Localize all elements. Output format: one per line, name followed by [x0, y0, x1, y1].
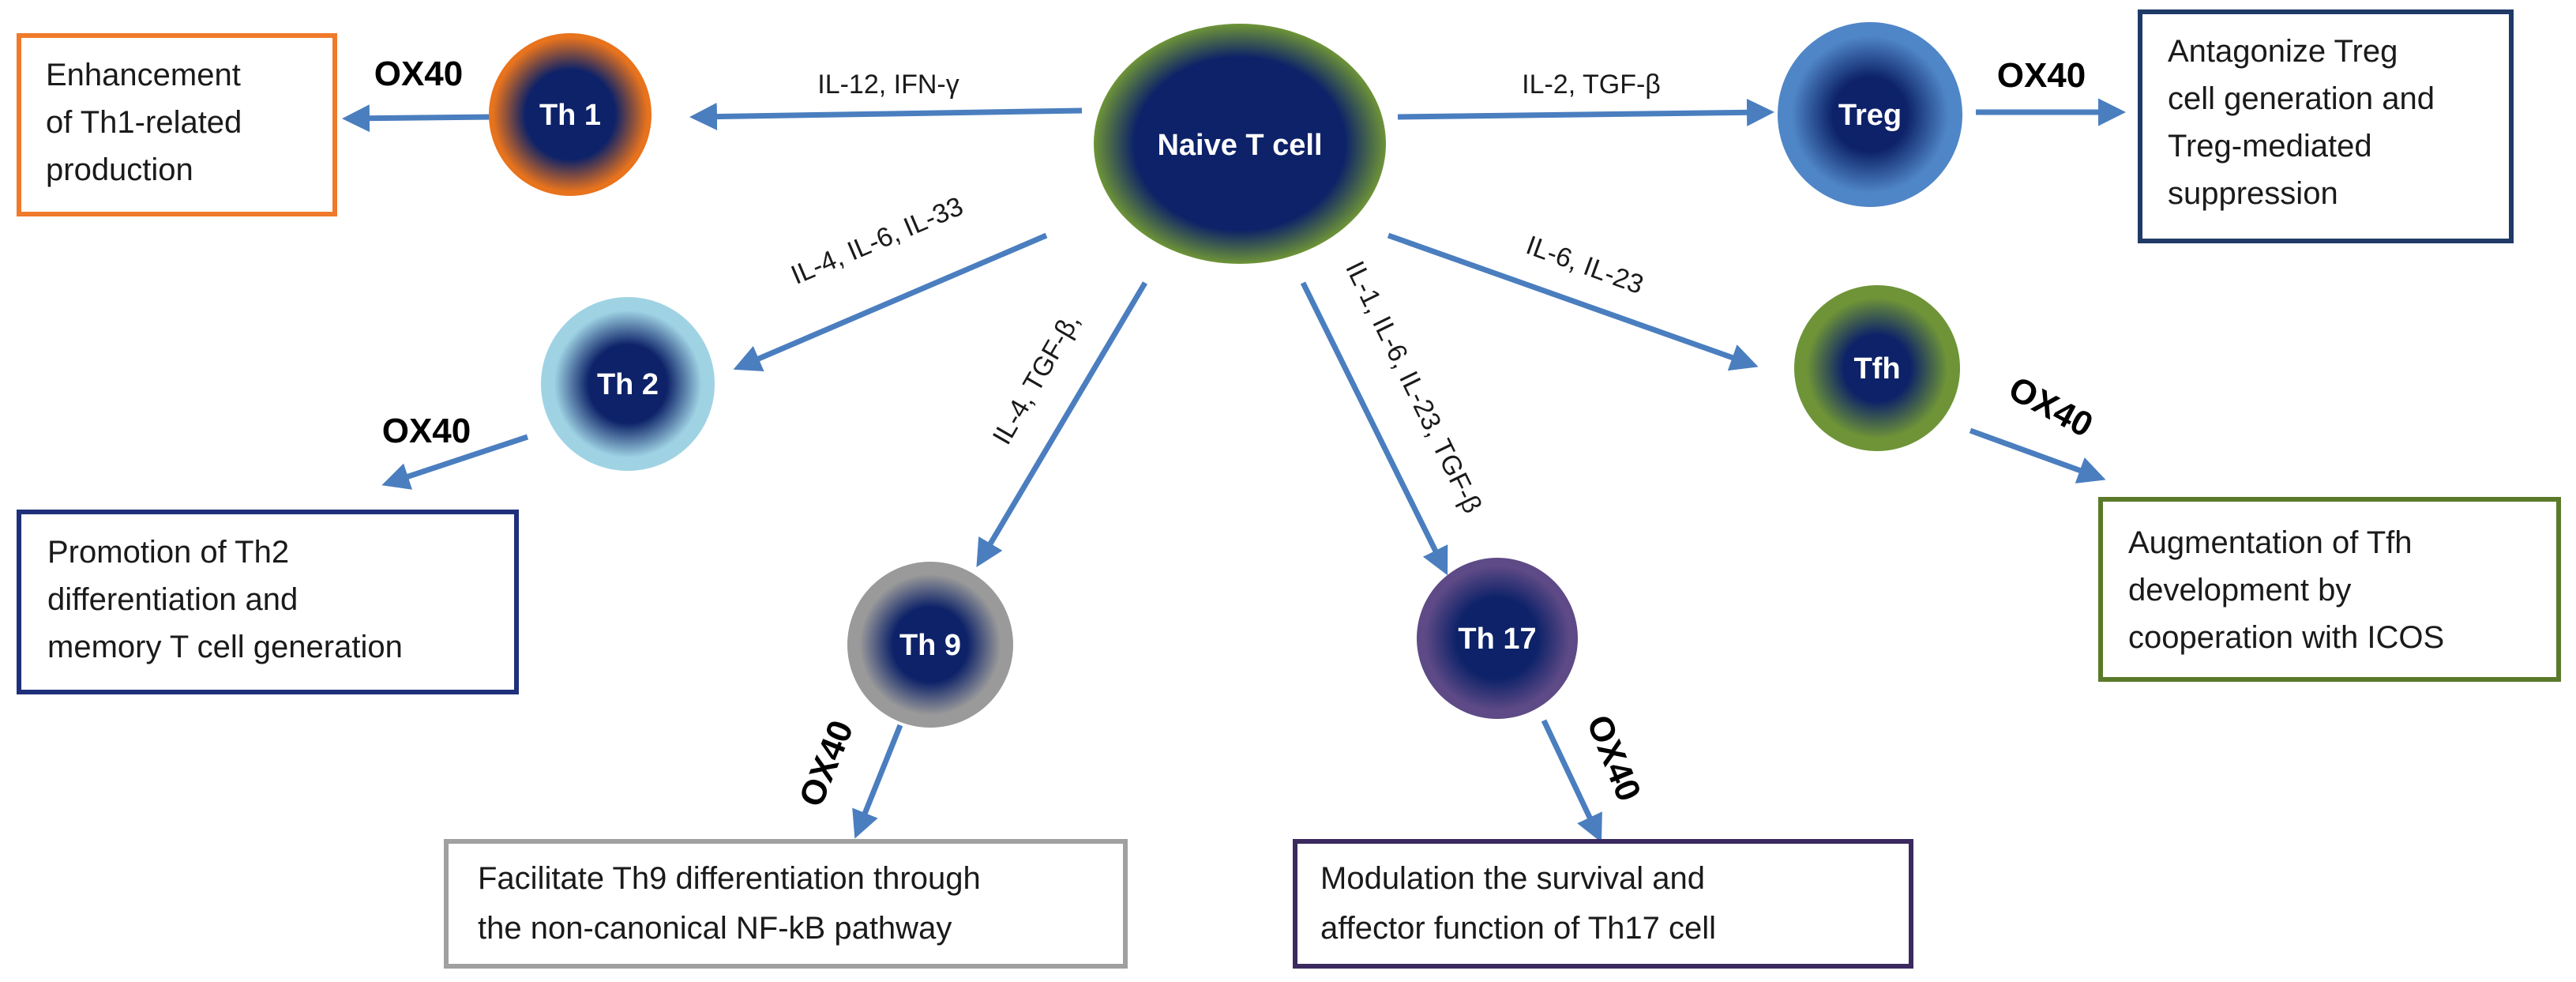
outcome-box-treg-border — [2138, 9, 2514, 243]
outcome-th1-line-1: Enhancement — [46, 58, 241, 92]
th17-cell-circle — [1417, 558, 1578, 719]
outcome-th17-line-1: Modulation the survival and — [1320, 861, 1705, 896]
cell-naive: Naive T cell — [1094, 24, 1386, 264]
th1-cell-circle — [489, 33, 652, 196]
tfh-cell-circle — [1794, 285, 1960, 451]
outcome-box-th1: Enhancement of Th1-related production — [17, 33, 337, 216]
cytokine-label-th2: IL-4, IL-6, IL-33 — [787, 191, 967, 291]
outcome-box-th9: Facilitate Th9 differentiation through t… — [444, 839, 1128, 969]
arrow-naive-to-th17 — [1300, 281, 1448, 576]
outcome-th2-line-3: memory T cell generation — [47, 630, 403, 664]
outcome-tfh-line-3: cooperation with ICOS — [2128, 620, 2444, 655]
cytokine-label-th9: IL-4, TGF-β, — [987, 308, 1087, 450]
outcome-box-tfh-border — [2098, 497, 2561, 682]
ox40-label-th1: OX40 — [374, 55, 464, 93]
outcome-box-th17-border — [1293, 839, 1913, 969]
th2-cell-circle — [541, 297, 715, 471]
outcome-th1-line-3: production — [46, 152, 193, 187]
outcome-box-th2: Promotion of Th2 differentiation and mem… — [17, 510, 519, 694]
cytokine-label-th17: IL-1, IL-6, IL-23, TGF-β — [1339, 257, 1487, 518]
outcome-tfh-line-2: development by — [2128, 573, 2351, 608]
outcome-box-treg: Antagonize Treg cell generation and Treg… — [2138, 9, 2514, 243]
naive-cell-label: Naive T cell — [1157, 129, 1322, 162]
outcome-th1-line-2: of Th1-related — [46, 105, 242, 140]
arrow-th2-to-box — [381, 434, 529, 490]
arrow-naive-to-treg — [1397, 98, 1774, 126]
treg-cell-label: Treg — [1838, 99, 1902, 132]
arrow-naive-to-th1 — [689, 103, 1083, 131]
th2-cell-label: Th 2 — [597, 368, 659, 401]
outcome-th2-line-2: differentiation and — [47, 582, 298, 617]
outcome-box-th2-border — [17, 510, 519, 694]
cell-th1: Th 1 — [489, 33, 652, 196]
outcome-tfh-line-1: Augmentation of Tfh — [2128, 525, 2413, 560]
outcome-box-tfh: Augmentation of Tfh development by coope… — [2098, 497, 2561, 682]
ox40-label-tfh: OX40 — [2003, 369, 2099, 445]
arrow-th1-to-box — [342, 104, 494, 133]
arrow-naive-to-th9 — [976, 281, 1148, 568]
cell-th17: Th 17 — [1417, 558, 1578, 719]
outcome-th9-line-2: the non-canonical NF-kB pathway — [478, 911, 952, 946]
arrow-naive-to-tfh — [1387, 232, 1759, 371]
arrow-tfh-to-box — [1969, 427, 2106, 483]
outcome-treg-line-2: cell generation and — [2168, 81, 2435, 116]
treg-cell-circle — [1778, 22, 1962, 207]
cell-tfh: Tfh — [1794, 285, 1960, 451]
arrow-th9-to-box — [852, 724, 903, 839]
arrows — [342, 98, 2126, 843]
naive-cell-circle — [1094, 24, 1386, 264]
ox40-label-treg: OX40 — [1997, 56, 2086, 95]
th9-cell-label: Th 9 — [899, 629, 961, 662]
outcome-th9-line-1: Facilitate Th9 differentiation through — [478, 861, 981, 896]
ox40-label-th17: OX40 — [1579, 709, 1649, 807]
cytokine-label-treg: IL-2, TGF-β — [1522, 70, 1661, 100]
arrow-naive-to-th2 — [733, 232, 1048, 372]
outcome-box-th9-border — [444, 839, 1128, 969]
th9-cell-circle — [847, 562, 1013, 728]
outcome-treg-line-1: Antagonize Treg — [2168, 34, 2398, 69]
ox40-label-th2: OX40 — [382, 412, 471, 450]
outcome-th17-line-2: affector function of Th17 cell — [1320, 911, 1716, 946]
outcome-treg-line-3: Treg-mediated — [2168, 129, 2372, 164]
tfh-cell-label: Tfh — [1853, 352, 1900, 386]
arrow-th17-to-box — [1541, 719, 1602, 843]
cell-treg: Treg — [1778, 22, 1962, 207]
cytokine-label-th1: IL-12, IFN-γ — [817, 70, 959, 100]
outcome-box-th1-border — [17, 33, 337, 216]
ox40-label-th9: OX40 — [792, 715, 862, 812]
cell-th9: Th 9 — [847, 562, 1013, 728]
outcome-box-th17: Modulation the survival and affector fun… — [1293, 839, 1913, 969]
cell-th2: Th 2 — [541, 297, 715, 471]
outcome-treg-line-4: suppression — [2168, 176, 2338, 211]
outcome-th2-line-1: Promotion of Th2 — [47, 535, 289, 570]
th17-cell-label: Th 17 — [1458, 623, 1536, 656]
th1-cell-label: Th 1 — [539, 99, 601, 132]
